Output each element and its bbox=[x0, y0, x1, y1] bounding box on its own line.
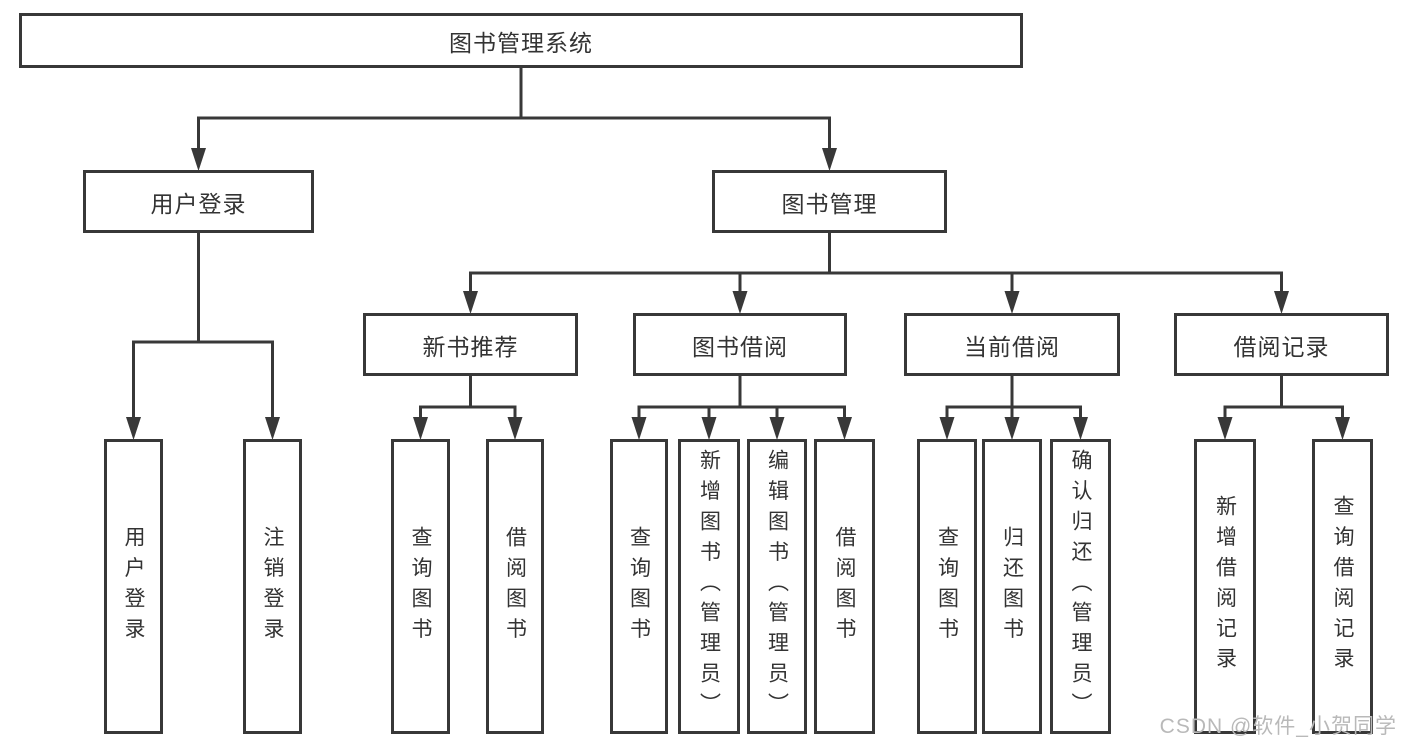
node-borrow-records: 借阅记录 bbox=[1174, 313, 1389, 376]
node-cb-query-book-label: 查询图书 bbox=[935, 525, 959, 648]
node-bb-borrow-book-label: 借阅图书 bbox=[833, 525, 856, 648]
node-current-borrow: 当前借阅 bbox=[904, 313, 1120, 376]
node-bb-add-book-label: 新增图书（管理员） bbox=[697, 449, 721, 724]
node-root: 图书管理系统 bbox=[19, 13, 1023, 68]
node-cb-confirm-return: 确认归还（管理员） bbox=[1050, 439, 1111, 734]
node-rec-borrow-book-label: 借阅图书 bbox=[503, 525, 527, 648]
node-cb-return-book-label: 归还图书 bbox=[1000, 525, 1024, 648]
node-rec-borrow-book: 借阅图书 bbox=[486, 439, 544, 734]
node-br-query-record: 查询借阅记录 bbox=[1312, 439, 1373, 734]
node-cb-confirm-return-label: 确认归还（管理员） bbox=[1069, 449, 1092, 724]
node-br-add-record-label: 新增借阅记录 bbox=[1213, 495, 1237, 678]
node-bb-add-book: 新增图书（管理员） bbox=[678, 439, 740, 734]
node-cb-return-book: 归还图书 bbox=[982, 439, 1042, 734]
node-bb-edit-book: 编辑图书（管理员） bbox=[747, 439, 807, 734]
node-logout-label: 注销登录 bbox=[261, 525, 284, 648]
node-rec-query-book-label: 查询图书 bbox=[409, 525, 432, 648]
node-bb-query-book: 查询图书 bbox=[610, 439, 668, 734]
node-current-borrow-label: 当前借阅 bbox=[964, 333, 1060, 360]
node-bb-edit-book-label: 编辑图书（管理员） bbox=[765, 449, 789, 724]
node-login-label: 用户登录 bbox=[122, 525, 145, 648]
node-borrow-records-label: 借阅记录 bbox=[1233, 333, 1330, 360]
node-bb-borrow-book: 借阅图书 bbox=[814, 439, 875, 734]
node-new-book-rec-label: 新书推荐 bbox=[422, 333, 519, 360]
node-user-login-label: 用户登录 bbox=[150, 190, 247, 217]
node-book-borrow: 图书借阅 bbox=[633, 313, 847, 376]
node-root-label: 图书管理系统 bbox=[449, 29, 593, 56]
node-book-mgmt-label: 图书管理 bbox=[781, 190, 878, 217]
node-user-login: 用户登录 bbox=[83, 170, 314, 233]
node-book-mgmt: 图书管理 bbox=[712, 170, 947, 233]
node-login: 用户登录 bbox=[104, 439, 163, 734]
node-br-query-record-label: 查询借阅记录 bbox=[1331, 495, 1354, 678]
node-br-add-record: 新增借阅记录 bbox=[1194, 439, 1256, 734]
node-new-book-rec: 新书推荐 bbox=[363, 313, 578, 376]
watermark-text: CSDN @软件_小贺同学 bbox=[1159, 715, 1397, 738]
node-cb-query-book: 查询图书 bbox=[917, 439, 977, 734]
node-book-borrow-label: 图书借阅 bbox=[692, 333, 788, 360]
node-bb-query-book-label: 查询图书 bbox=[627, 525, 651, 648]
node-rec-query-book: 查询图书 bbox=[391, 439, 450, 734]
node-logout: 注销登录 bbox=[243, 439, 302, 734]
